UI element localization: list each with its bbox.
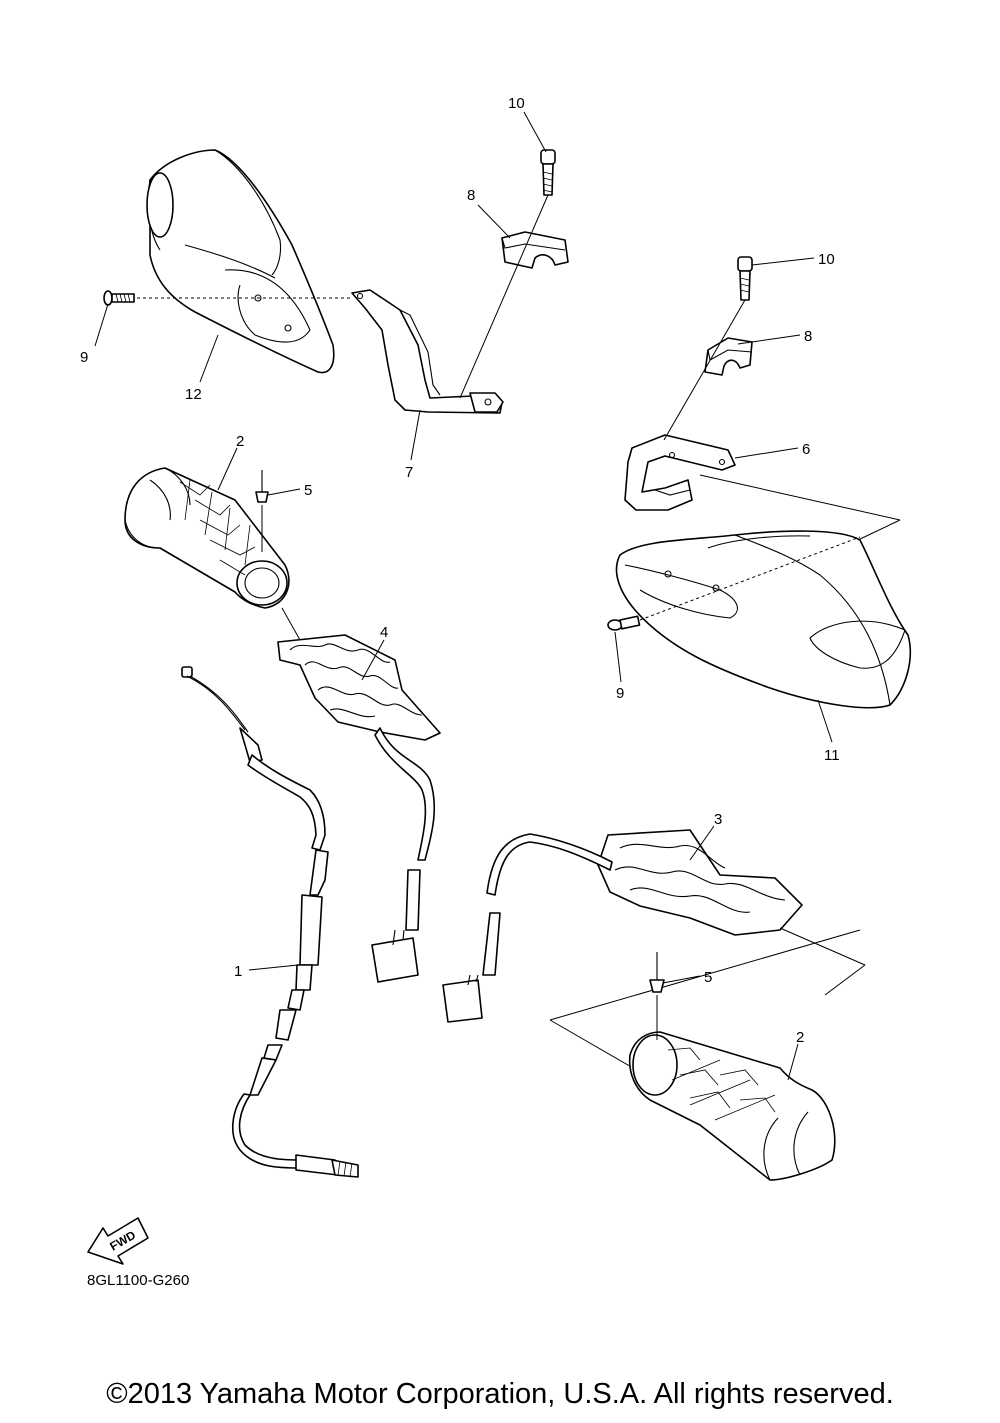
bracket-right: [624, 434, 736, 511]
callout-9: 9: [80, 349, 88, 366]
callout-2: 2: [796, 1029, 804, 1046]
hand-guard-left: [146, 149, 335, 374]
bolt-upper-right: [737, 256, 753, 301]
rivet-upper: [255, 470, 269, 503]
hand-guard-right: [615, 530, 912, 709]
callout-5: 5: [304, 482, 312, 499]
forward-arrow-icon: FWD: [87, 1217, 149, 1265]
callout-11: 11: [824, 747, 840, 764]
copyright-notice: ©2013 Yamaha Motor Corporation, U.S.A. A…: [106, 1378, 894, 1410]
callout-9: 9: [616, 685, 624, 702]
callout-2: 2: [236, 433, 244, 450]
bolt-upper-left: [540, 149, 556, 196]
diagram-code: 8GL1100-G260: [87, 1272, 190, 1289]
heater-element-lower: [597, 829, 803, 936]
rivet-lower: [649, 952, 665, 993]
wire-upper: [371, 727, 436, 983]
callout-10: 10: [508, 95, 525, 112]
cable: [181, 666, 359, 1178]
grip-lower: [549, 929, 861, 1181]
callout-12: 12: [185, 386, 202, 403]
screw-left: [103, 290, 135, 306]
callout-3: 3: [714, 811, 722, 828]
clamp-upper-right: [704, 337, 753, 376]
callout-7: 7: [405, 464, 413, 481]
callout-8: 8: [467, 187, 475, 204]
callout-5: 5: [704, 969, 712, 986]
bracket-left: [351, 289, 504, 414]
callout-4: 4: [380, 624, 388, 641]
grip-upper: [124, 467, 290, 609]
screw-right: [607, 615, 641, 631]
clamp-upper-left: [501, 231, 569, 269]
callout-1: 1: [234, 963, 242, 980]
callout-10: 10: [818, 251, 835, 268]
heater-element-upper: [277, 634, 441, 741]
wire-lower: [442, 833, 613, 1023]
callout-8: 8: [804, 328, 812, 345]
callout-6: 6: [802, 441, 810, 458]
